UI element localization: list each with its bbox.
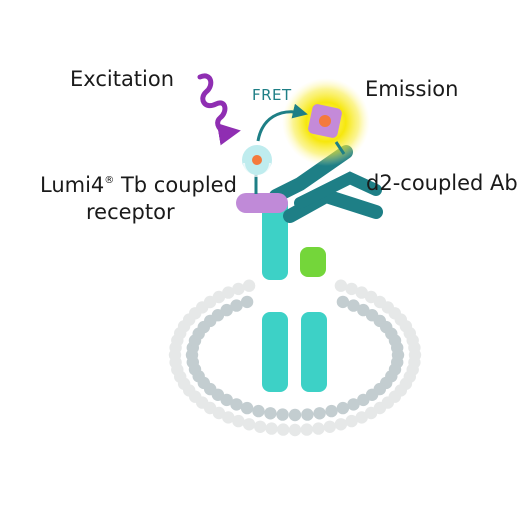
lipid-bead-inner xyxy=(357,393,370,407)
excitation-label: Excitation xyxy=(70,67,175,91)
registered-mark: ® xyxy=(104,175,115,186)
receptor-extracellular-domain xyxy=(262,196,288,280)
lipid-bead-outer xyxy=(242,279,256,292)
lipid-bead-inner xyxy=(336,401,350,415)
antibody-fc-inner xyxy=(294,171,382,209)
lipid-bead-inner xyxy=(347,299,360,312)
lipid-bead-inner xyxy=(276,408,289,421)
lipid-bead-outer xyxy=(408,341,421,354)
lipid-bead-inner xyxy=(347,398,360,411)
lipid-bead-inner xyxy=(240,401,254,415)
acceptor-label: d2-coupled Ab xyxy=(366,171,518,195)
lipid-bead-inner xyxy=(220,303,233,317)
lipid-bead-outer xyxy=(334,279,348,292)
fret-arrow xyxy=(256,103,308,142)
lipid-bead-outer xyxy=(323,420,336,433)
lipid-bead-outer xyxy=(222,286,235,299)
ligand xyxy=(300,247,326,277)
acceptor-linker xyxy=(334,141,346,155)
lipid-bead-inner xyxy=(240,295,254,309)
receptor xyxy=(262,196,327,392)
lipid-bead-outer xyxy=(355,286,368,299)
lipid-bead-outer xyxy=(265,422,278,435)
lipid-bead-outer xyxy=(277,423,290,436)
lipid-bead-inner xyxy=(325,404,338,418)
lipid-bead-inner xyxy=(252,404,265,418)
lipid-bead-outer xyxy=(232,282,245,296)
lipid-bead-outer xyxy=(345,414,358,428)
lipid-bead-outer xyxy=(364,406,378,420)
receptor-transmembrane-right xyxy=(301,312,327,392)
lipid-bead-outer xyxy=(334,418,348,431)
donor-disc-rim xyxy=(243,162,271,177)
lipid-bead-inner xyxy=(288,408,302,422)
lipid-bead-outer xyxy=(232,414,245,428)
lipid-bead-outer xyxy=(345,282,358,296)
lipid-bead-outer xyxy=(312,422,325,435)
lipid-bead-inner xyxy=(230,299,243,312)
emission-label: Emission xyxy=(365,77,459,101)
lipid-bead-outer xyxy=(212,290,226,304)
lipid-bead-outer xyxy=(222,411,235,424)
donor-center xyxy=(252,155,262,165)
lipid-bead-outer xyxy=(254,420,267,433)
excitation-wave-icon xyxy=(197,73,241,146)
lipid-bead-outer xyxy=(300,423,313,436)
lipid-bead-inner xyxy=(336,295,350,309)
lipid-bead-inner xyxy=(264,407,277,420)
donor-rest: Tb coupled xyxy=(114,173,237,197)
lipid-bead-inner xyxy=(391,341,404,354)
lipid-bead-outer xyxy=(355,411,368,424)
lipid-bead-outer xyxy=(288,423,302,437)
donor-name: Lumi4 xyxy=(40,173,105,197)
fret-label: FRET xyxy=(252,86,292,104)
lipid-bead-inner xyxy=(301,408,314,421)
lipid-bead-inner xyxy=(230,398,243,411)
lipid-bead-inner xyxy=(313,407,326,420)
lipid-bead-outer xyxy=(242,418,256,431)
donor-label-line2: receptor xyxy=(86,200,175,224)
donor-tag xyxy=(236,193,288,213)
acceptor-center xyxy=(319,115,331,127)
cell-membrane xyxy=(168,279,422,437)
donor-label-line1: Lumi4® Tb coupled xyxy=(40,172,237,198)
receptor-transmembrane-left xyxy=(262,312,288,392)
